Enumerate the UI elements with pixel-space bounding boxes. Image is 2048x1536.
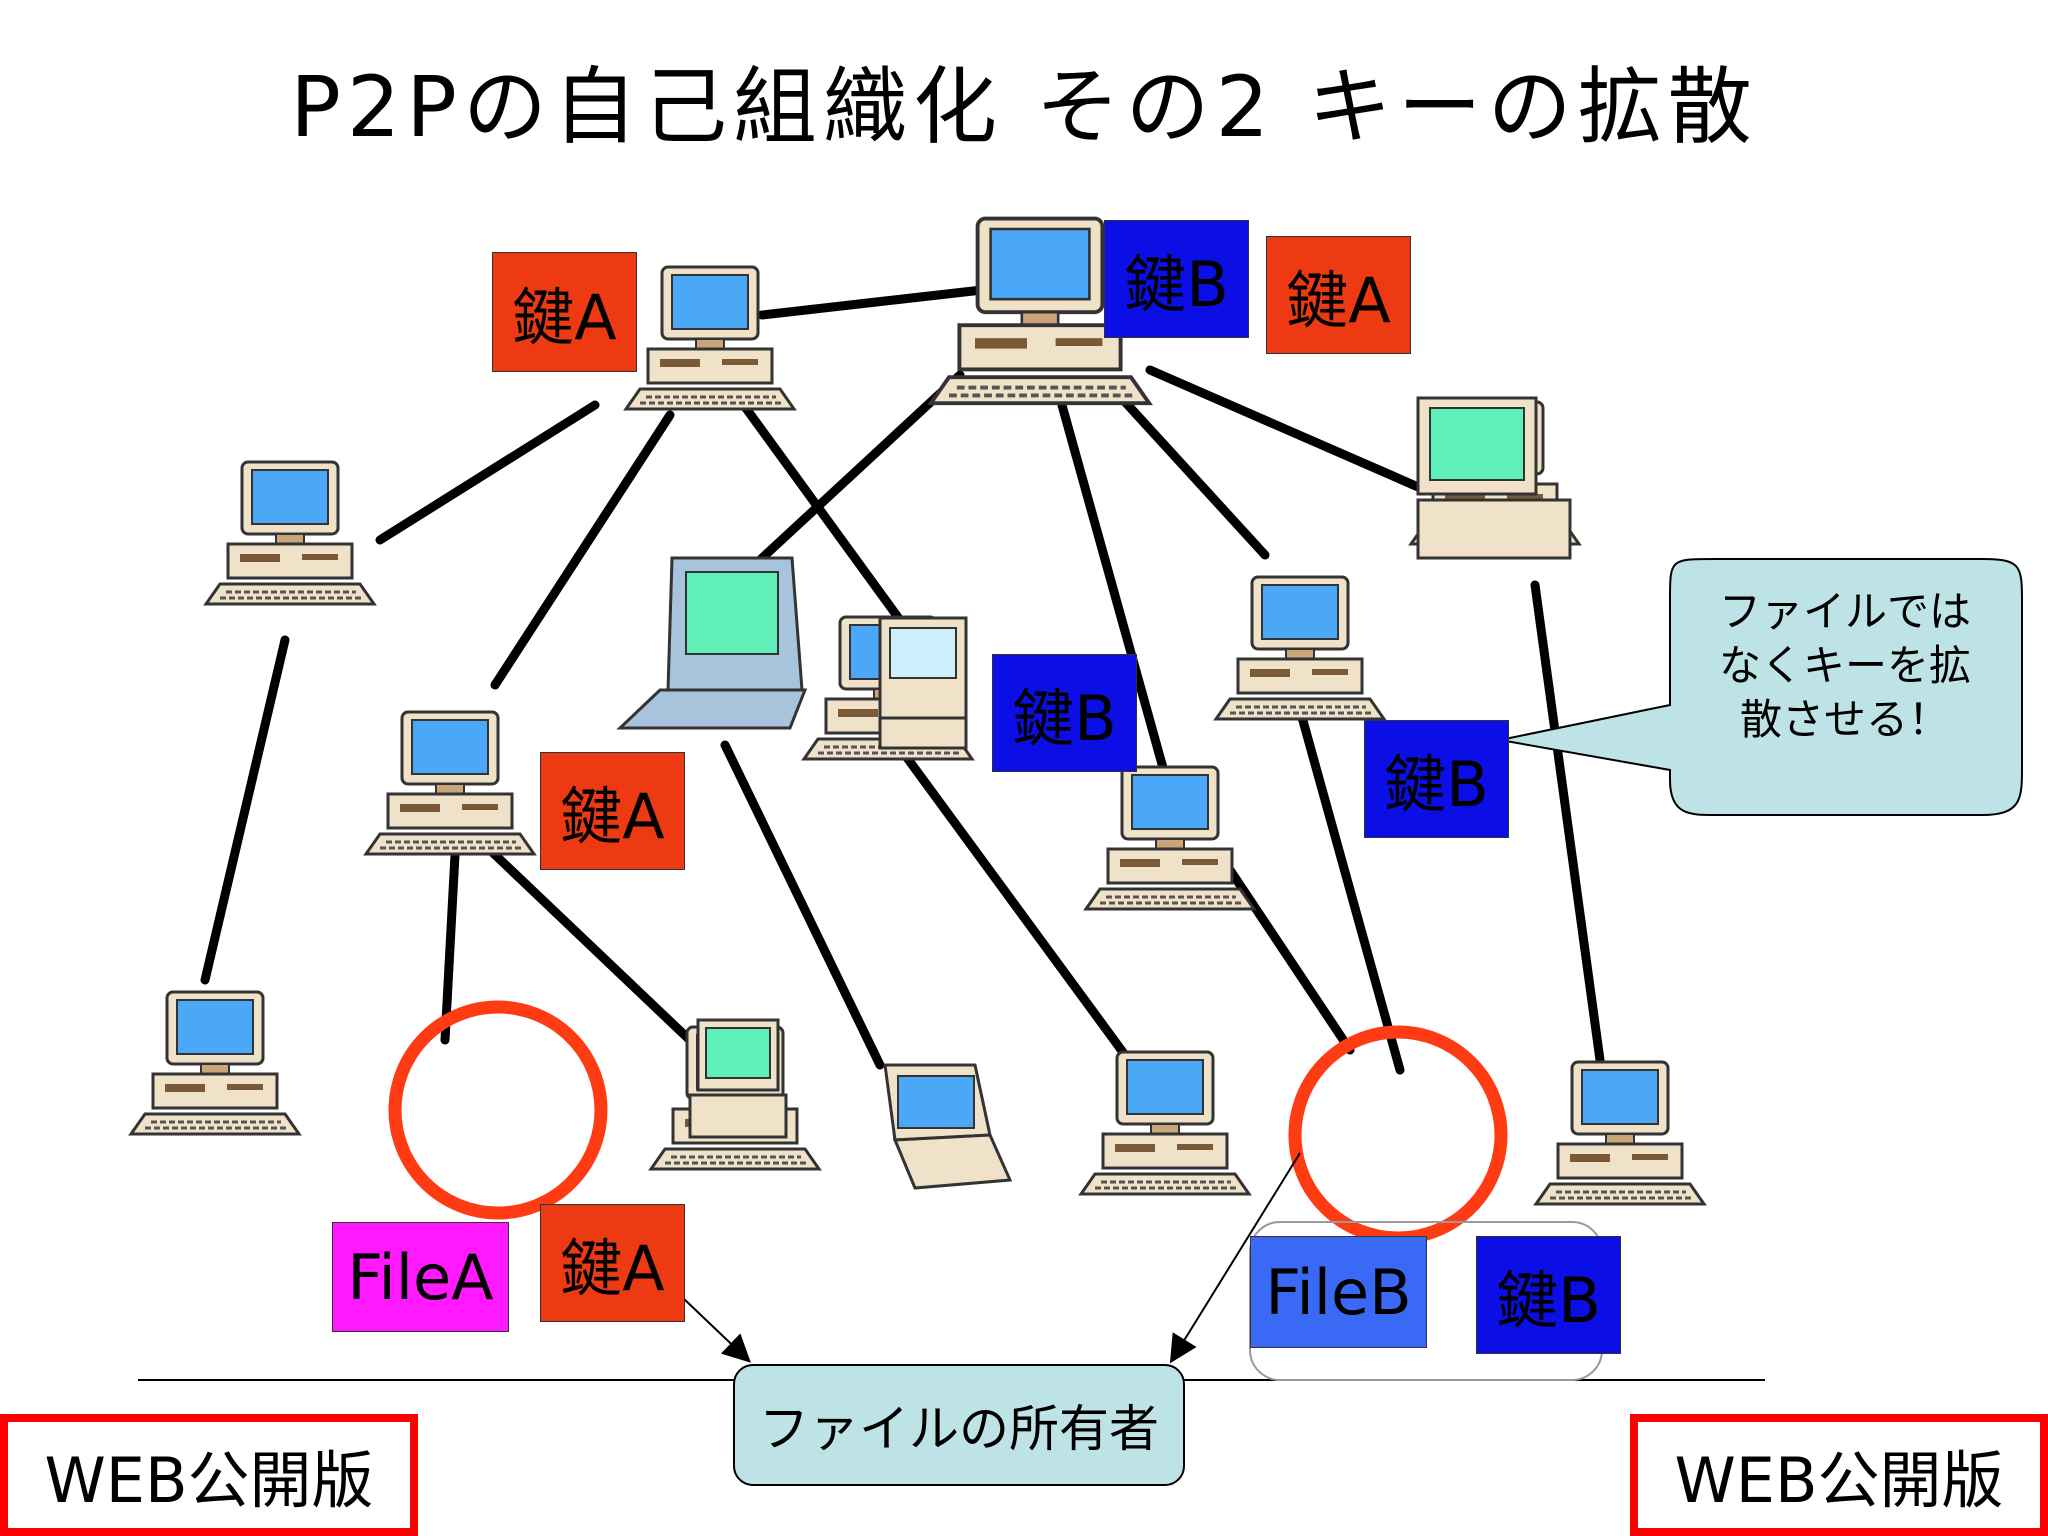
key-b-label: 鍵B [1476,1236,1621,1354]
arrow [1169,1152,1301,1364]
computer-icon [624,265,796,411]
computer-icon [1416,396,1572,560]
key-a-label: 鍵A [492,252,637,372]
laptop-icon [883,1063,1013,1190]
callout-line: ファイルでは [1718,587,1971,636]
computer-icon [1084,765,1256,911]
callout-line: なくキーを拡 [1718,641,1971,690]
arrow [682,1297,751,1363]
callout-text: ファイルでは なくキーを拡 散させる！ [1690,585,2000,747]
key-b-label: 鍵B [1104,220,1249,338]
connection-lines [200,285,1605,1075]
computer-icon [1534,1060,1706,1206]
file-owner-box: ファイルの所有者 [733,1364,1185,1486]
computer-icon [204,460,376,606]
key-b-label: 鍵B [992,654,1137,772]
computer-icon [1079,1050,1251,1196]
computer-icon [688,1018,788,1139]
computer-icon [129,990,301,1136]
computer-icon [878,616,968,750]
web-badge-left: WEB公開版 [0,1414,418,1536]
key-a-label: 鍵A [1266,236,1411,354]
key-a-label: 鍵A [540,752,685,870]
highlight-circle [388,1000,608,1220]
web-badge-right: WEB公開版 [1630,1414,2048,1536]
page-title: P2Pの自己組織化 その2 キーの拡散 [290,58,1758,156]
file-a-label: FileA [332,1222,509,1332]
computer-icon [364,710,536,856]
key-a-label: 鍵A [540,1204,685,1322]
file-b-label: FileB [1250,1236,1427,1348]
laptop-icon [616,556,808,730]
key-b-label: 鍵B [1364,720,1509,838]
callout-bubble [1499,558,2023,816]
computer-icon [1214,575,1386,721]
callout-line: 散させる！ [1739,695,1950,744]
